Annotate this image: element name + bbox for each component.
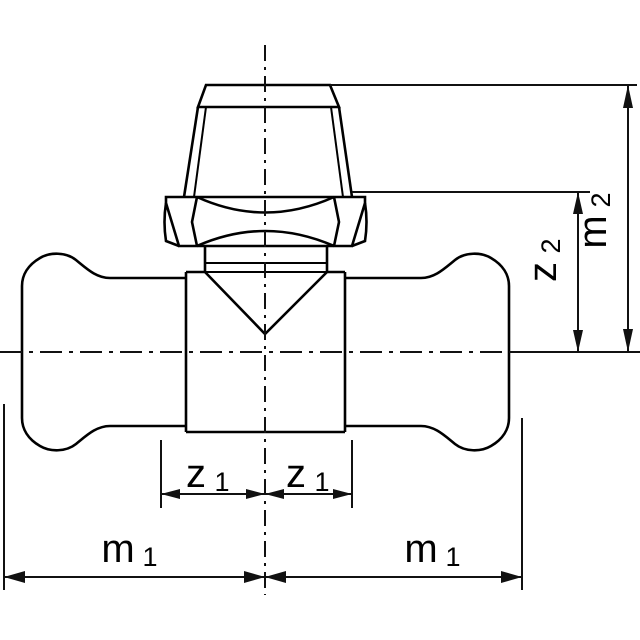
dim-m1-left-arrow-end	[244, 571, 265, 583]
label-z1-left-sub: 1	[214, 467, 229, 497]
dim-z1-left	[161, 489, 265, 499]
label-z2-sub: 2	[536, 238, 566, 253]
left-socket-bottom-bead	[20, 404, 186, 452]
dim-z1-left-arrow-end	[246, 489, 265, 499]
label-m1-left-sub: 1	[142, 542, 157, 572]
hex-nut-right-corner	[351, 202, 368, 248]
dim-m2-arrow-bottom	[623, 329, 633, 352]
extension-lines	[3, 84, 640, 590]
dim-m2-arrow-top	[623, 85, 633, 108]
bonnet-cap-left-wall	[193, 106, 207, 198]
label-z1-left-main: z	[186, 452, 206, 496]
dim-m1-left-arrow-start	[4, 571, 25, 583]
dim-m1-right	[265, 571, 522, 583]
label-m1-right-sub: 1	[445, 542, 460, 572]
label-m1-right-main: m	[404, 527, 437, 571]
label-m1-left-main: m	[101, 527, 134, 571]
label-z1-right-sub: 1	[314, 467, 329, 497]
bonnet-cap-right-taper	[337, 106, 354, 198]
dim-z1-right-arrow-start	[265, 489, 284, 499]
label-m1-right: m 1	[404, 527, 460, 572]
left-socket-top-bead	[20, 252, 186, 300]
dim-z1-left-arrow-start	[161, 489, 180, 499]
dim-m1-left	[4, 571, 265, 583]
right-socket-bottom-bead	[345, 404, 511, 452]
centerlines	[0, 45, 640, 595]
label-m2: m 2	[571, 192, 616, 248]
bonnet-cap-left-taper	[182, 106, 200, 198]
bonnet-cap-top-chamfer	[196, 83, 341, 109]
label-m2-main: m	[571, 215, 615, 248]
hex-nut-left-corner	[163, 202, 180, 248]
label-m1-left: m 1	[101, 527, 157, 572]
dim-m1-right-arrow-start	[265, 571, 286, 583]
bonnet-cap	[182, 83, 354, 198]
label-z1-right-main: z	[286, 452, 306, 496]
bonnet-cap-right-wall	[330, 106, 344, 198]
hex-nut-right-chamfer-arc	[332, 196, 341, 247]
label-z2: z 2	[521, 238, 566, 282]
dim-z2-arrow-top	[573, 192, 583, 214]
label-m2-sub: 2	[586, 192, 616, 207]
dim-z1-right	[265, 489, 352, 499]
label-z1-left: z 1	[186, 452, 230, 497]
dim-m1-right-arrow-end	[501, 571, 522, 583]
dim-z2-arrow-bottom	[573, 330, 583, 352]
hex-nut-left-chamfer-arc	[190, 196, 199, 247]
dim-m2	[623, 85, 633, 352]
label-z1-right: z 1	[286, 452, 330, 497]
dim-z2	[573, 192, 583, 352]
dim-z1-right-arrow-end	[333, 489, 352, 499]
label-z2-main: z	[521, 262, 565, 282]
right-socket-top-bead	[345, 252, 511, 300]
